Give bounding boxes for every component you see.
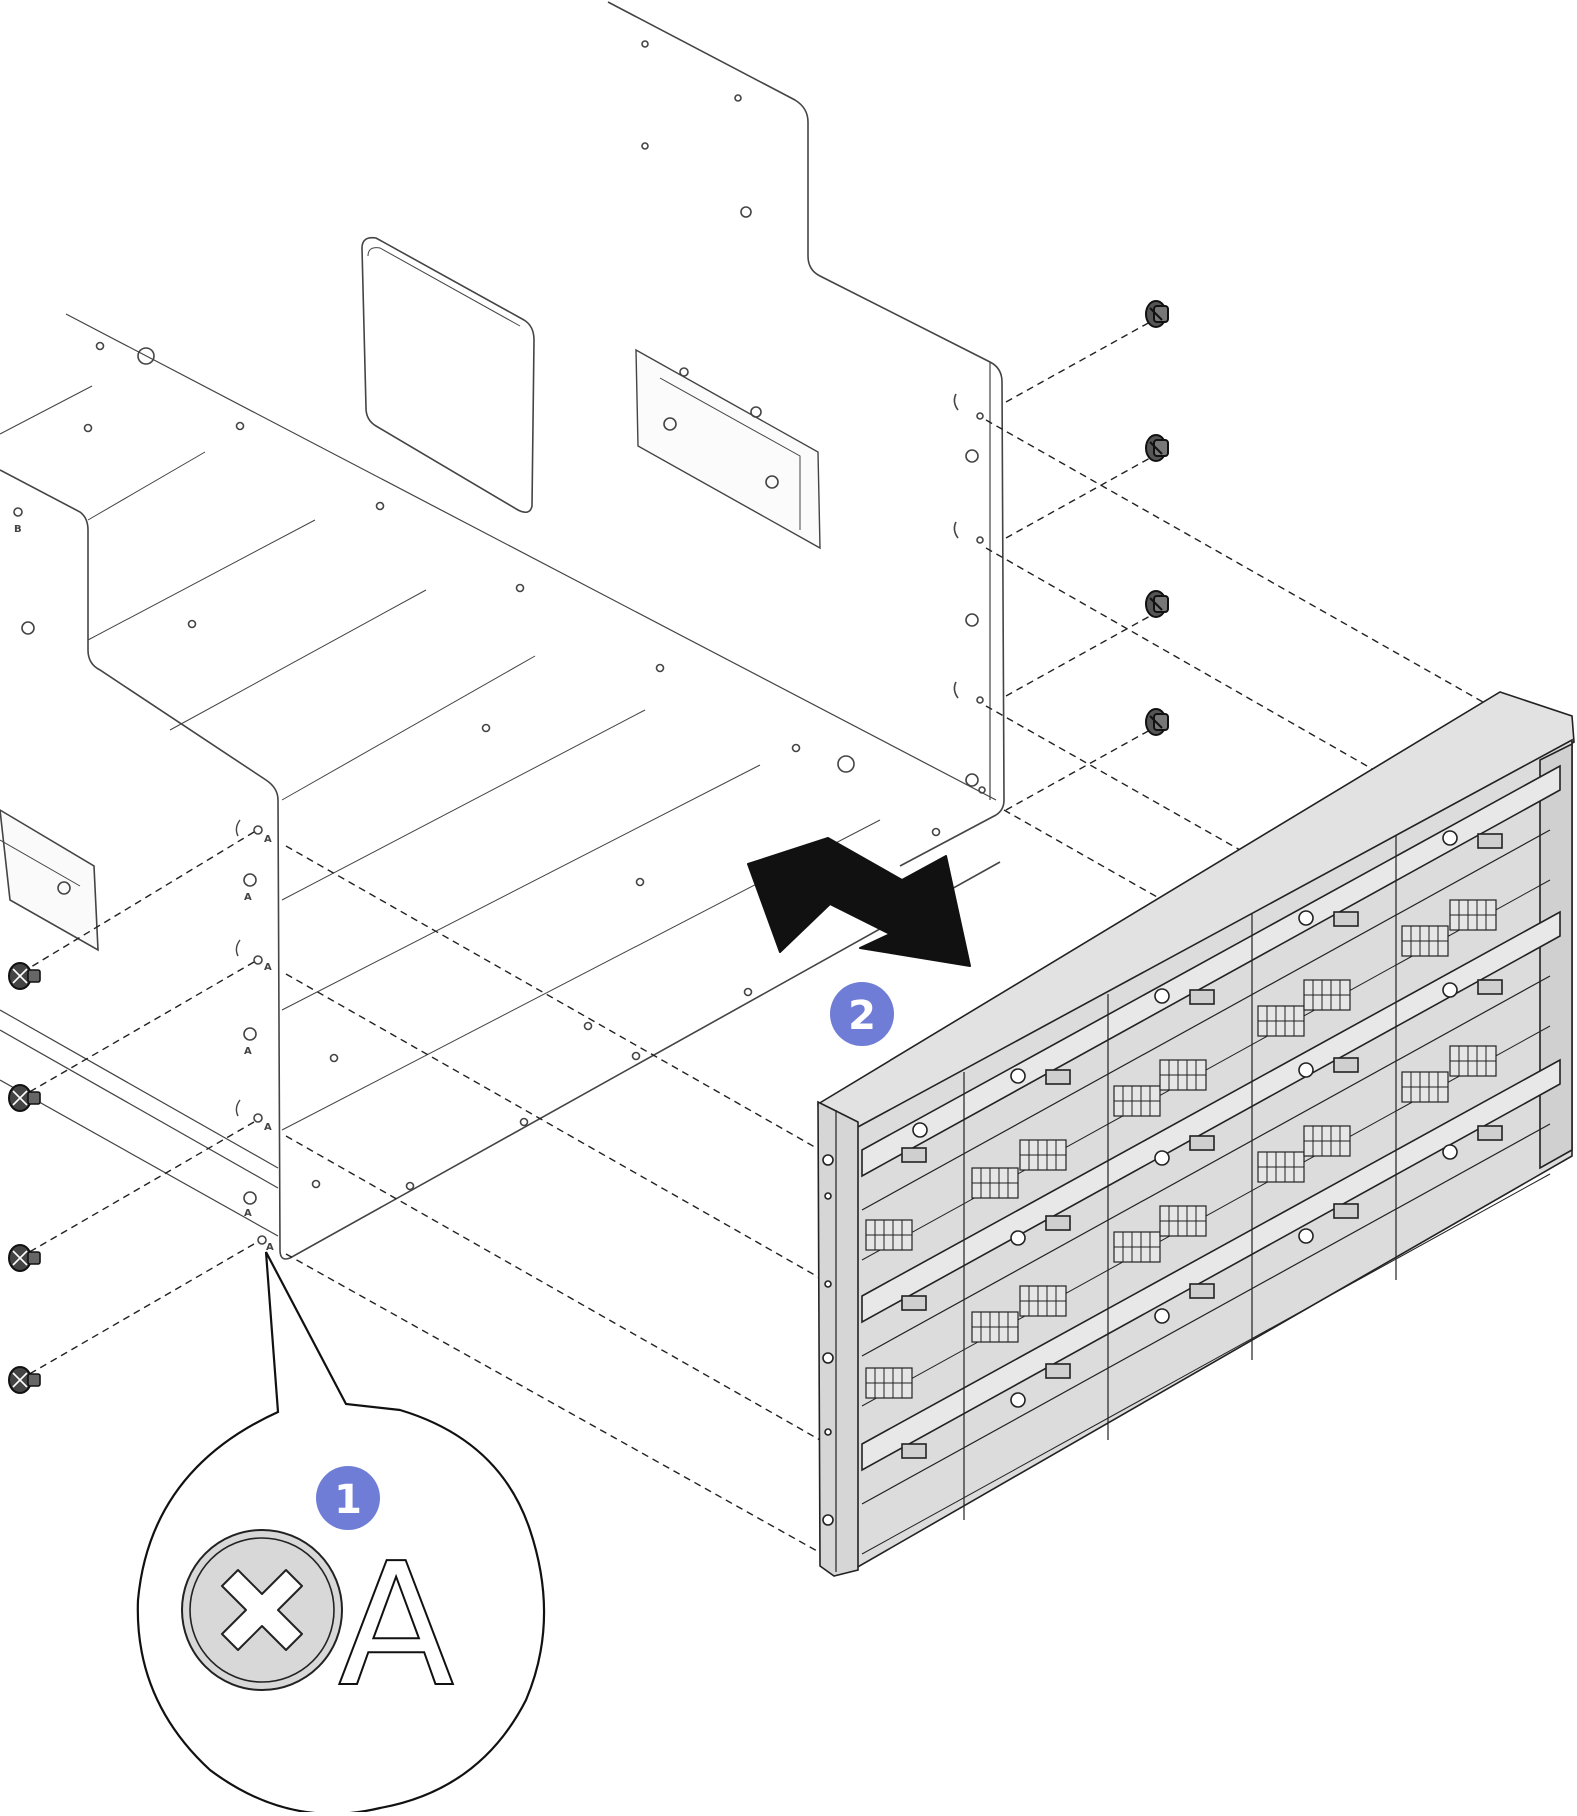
callout-1: 1 <box>316 1466 380 1530</box>
screw-icon <box>1145 590 1169 618</box>
chassis-front-wall <box>0 469 1001 1260</box>
screw-type-label: A <box>338 1527 454 1725</box>
side-mark: B <box>14 524 22 535</box>
screw-icon <box>1145 708 1169 736</box>
screws-right <box>1145 300 1169 736</box>
drive-cage <box>817 691 1575 1577</box>
chassis <box>0 1 1005 1260</box>
removal-arrow-icon <box>747 837 971 967</box>
cross-head-icon <box>221 1569 303 1651</box>
chassis-back-wall <box>607 1 1005 867</box>
back-wall-bracket <box>635 348 821 550</box>
cage-front-flange <box>817 1100 859 1577</box>
alignment-lines <box>25 321 1491 1557</box>
cage-fasteners <box>901 830 1503 1459</box>
chassis-floor <box>65 313 997 801</box>
screw-hole-mark: A <box>244 892 252 903</box>
screw-hole-mark: A <box>244 1208 252 1219</box>
screw-hole-mark: A <box>266 1242 274 1253</box>
screw-hole-mark: A <box>244 1046 252 1057</box>
screw-icon <box>1145 300 1169 328</box>
chassis-handle-cutout <box>361 236 535 514</box>
screw-icon <box>1145 434 1169 462</box>
callout-1-number: 1 <box>334 1477 362 1523</box>
magnifier-callout: A <box>136 1251 546 1815</box>
screw-icon <box>8 962 41 990</box>
screw-hole-mark: A <box>264 834 272 845</box>
screw-hole-mark: A <box>264 1122 272 1133</box>
callout-2: 2 <box>830 982 894 1046</box>
screw-hole-mark: A <box>264 962 272 973</box>
callout-2-number: 2 <box>848 993 876 1039</box>
screws-left <box>8 962 41 1394</box>
